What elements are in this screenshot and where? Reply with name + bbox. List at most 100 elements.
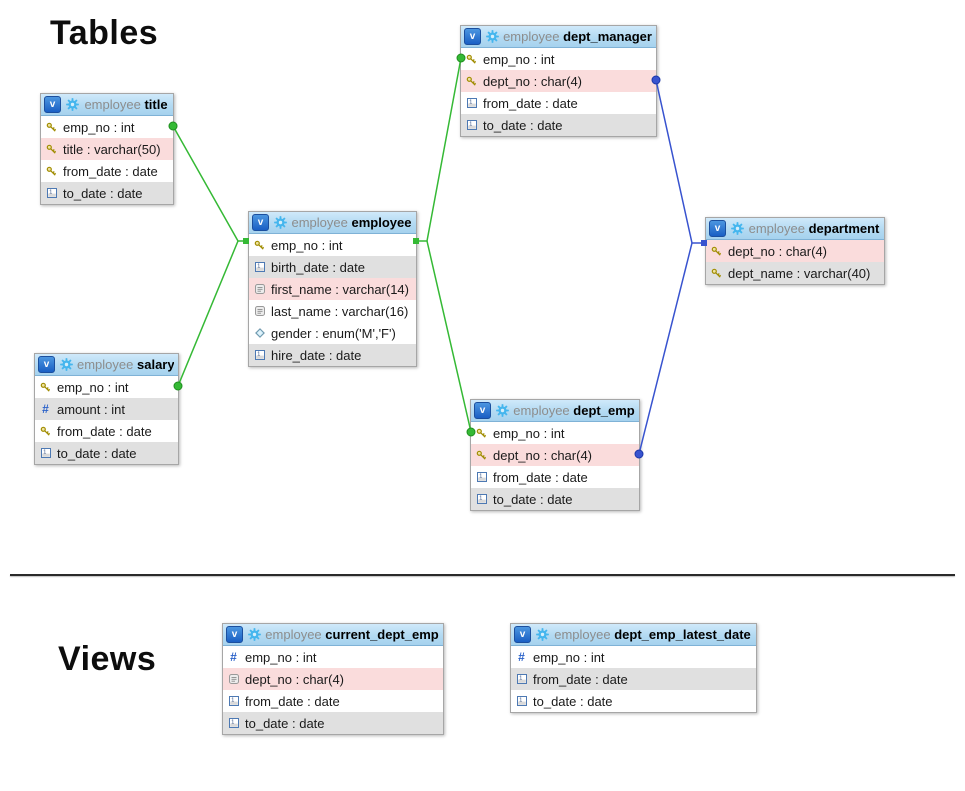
column-row-dept_emp_latest_date[interactable]: 1 from_date : date — [511, 668, 756, 690]
header-title: employee current_dept_emp — [265, 627, 439, 642]
column-text: dept_no : char(4) — [483, 73, 583, 89]
view-badge-icon: v — [464, 28, 481, 45]
column-row-title[interactable]: from_date : date — [41, 160, 173, 182]
key-icon — [45, 144, 58, 155]
date-icon: 1 — [39, 448, 52, 458]
date-icon: 1 — [515, 674, 528, 684]
table-name: title — [144, 97, 168, 112]
column-row-dept_manager[interactable]: dept_no : char(4) — [461, 70, 656, 92]
column-text: dept_name : varchar(40) — [728, 265, 871, 281]
svg-text:1: 1 — [469, 99, 472, 105]
relation-line-salary-employee[interactable] — [177, 240, 239, 387]
column-text: dept_no : char(4) — [493, 447, 593, 463]
table-name: dept_manager — [563, 29, 652, 44]
column-text: to_date : date — [57, 445, 137, 461]
gear-icon — [66, 98, 79, 111]
column-text: from_date : date — [533, 671, 628, 687]
date-icon: 1 — [227, 696, 240, 706]
relation-line-dept_emp-department[interactable] — [638, 242, 693, 455]
column-text: emp_no : int — [271, 237, 343, 253]
schema-name: employee — [513, 403, 570, 418]
relation-line-dept_manager-department[interactable] — [655, 79, 705, 244]
column-row-salary[interactable]: #amount : int — [35, 398, 178, 420]
key-icon — [45, 122, 58, 133]
column-row-employee[interactable]: gender : enum('M','F') — [249, 322, 416, 344]
column-row-employee[interactable]: first_name : varchar(14) — [249, 278, 416, 300]
column-row-current_dept_emp[interactable]: dept_no : char(4) — [223, 668, 443, 690]
column-text: from_date : date — [63, 163, 158, 179]
table-node-dept_manager[interactable]: v employee dept_manager emp_no : int dept_n… — [460, 25, 657, 137]
schema-name: employee — [748, 221, 805, 236]
column-text: emp_no : int — [245, 649, 317, 665]
relation-line-employee-dept_manager[interactable] — [415, 57, 462, 242]
column-row-employee[interactable]: emp_no : int — [249, 234, 416, 256]
table-header[interactable]: v employee dept_manager — [461, 26, 656, 48]
date-icon: 1 — [465, 120, 478, 130]
gear-icon — [274, 216, 287, 229]
date-icon: 1 — [227, 718, 240, 728]
date-icon: 1 — [475, 472, 488, 482]
key-icon — [253, 240, 266, 251]
column-text: emp_no : int — [483, 51, 555, 67]
column-row-title[interactable]: title : varchar(50) — [41, 138, 173, 160]
view-name: current_dept_emp — [325, 627, 439, 642]
view-badge-icon: v — [252, 214, 269, 231]
column-row-title[interactable]: emp_no : int — [41, 116, 173, 138]
view-name: dept_emp_latest_date — [614, 627, 751, 642]
column-row-salary[interactable]: 1 to_date : date — [35, 442, 178, 464]
column-row-dept_emp[interactable]: emp_no : int — [471, 422, 639, 444]
column-text: from_date : date — [483, 95, 578, 111]
column-row-dept_manager[interactable]: 1 to_date : date — [461, 114, 656, 136]
tables-section-heading: Tables — [50, 14, 159, 52]
column-row-dept_manager[interactable]: 1 from_date : date — [461, 92, 656, 114]
key-icon — [39, 426, 52, 437]
schema-name: employee — [554, 627, 611, 642]
column-text: last_name : varchar(16) — [271, 303, 409, 319]
svg-text:1: 1 — [519, 697, 522, 703]
column-row-department[interactable]: dept_no : char(4) — [706, 240, 884, 262]
column-text: to_date : date — [483, 117, 563, 133]
column-row-dept_emp_latest_date[interactable]: #emp_no : int — [511, 646, 756, 668]
date-icon: 1 — [475, 494, 488, 504]
date-icon: 1 — [45, 188, 58, 198]
schema-name: employee — [503, 29, 560, 44]
column-row-salary[interactable]: emp_no : int — [35, 376, 178, 398]
column-row-dept_emp[interactable]: dept_no : char(4) — [471, 444, 639, 466]
int-icon: # — [518, 650, 525, 664]
column-text: emp_no : int — [57, 379, 129, 395]
column-row-salary[interactable]: from_date : date — [35, 420, 178, 442]
column-row-current_dept_emp[interactable]: #emp_no : int — [223, 646, 443, 668]
column-row-department[interactable]: dept_name : varchar(40) — [706, 262, 884, 284]
varchar-icon — [227, 674, 240, 684]
column-row-employee[interactable]: last_name : varchar(16) — [249, 300, 416, 322]
relation-line-title-employee[interactable] — [172, 125, 248, 242]
svg-text:1: 1 — [479, 473, 482, 479]
svg-text:1: 1 — [49, 189, 52, 195]
date-icon: 1 — [253, 262, 266, 272]
column-text: first_name : varchar(14) — [271, 281, 409, 297]
relation-line-employee-dept_emp[interactable] — [426, 240, 472, 433]
column-row-dept_manager[interactable]: emp_no : int — [461, 48, 656, 70]
